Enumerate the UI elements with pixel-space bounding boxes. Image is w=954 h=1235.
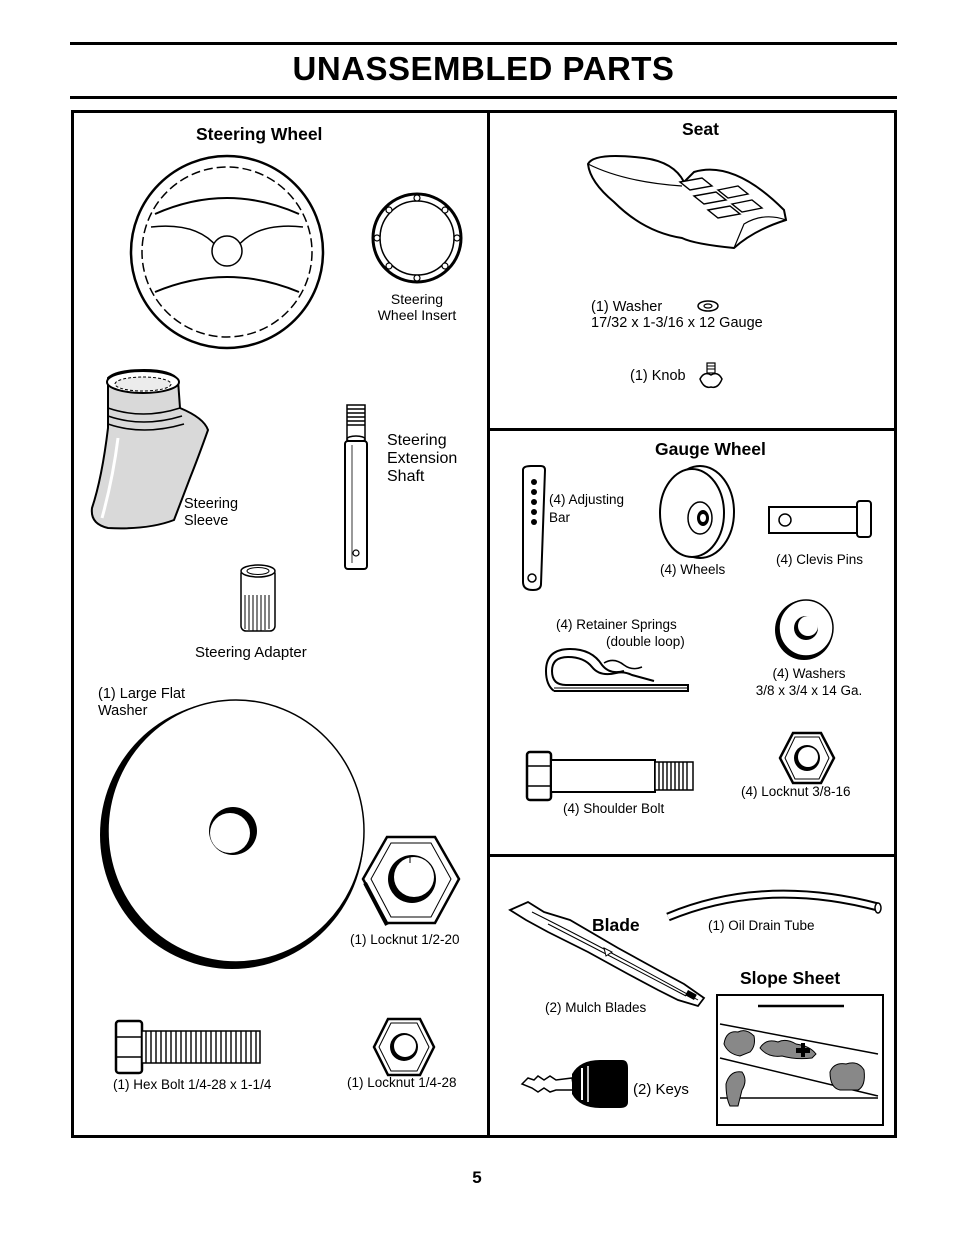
slope-sheet-heading: Slope Sheet	[740, 968, 841, 988]
gauge-locknut-illustration	[778, 731, 836, 785]
mulch-blade-illustration	[508, 900, 706, 1008]
shoulder-bolt-illustration	[525, 750, 694, 802]
oil-drain-tube-illustration	[666, 889, 882, 922]
steering-sleeve-illustration	[90, 368, 210, 530]
steering-adapter-illustration	[240, 564, 276, 632]
gauge-wheel-illustration	[659, 465, 735, 559]
locknut-quarter-illustration	[372, 1017, 436, 1077]
retainer-springs-label: (4) Retainer Springs	[556, 617, 677, 632]
retainer-springs-note: (double loop)	[606, 634, 685, 649]
hex-bolt-illustration	[114, 1019, 261, 1075]
slope-sheet-illustration	[716, 994, 884, 1126]
shoulder-bolt-label: (4) Shoulder Bolt	[563, 801, 665, 816]
steering-wheel-illustration	[129, 154, 325, 350]
steering-extension-shaft-illustration	[344, 404, 368, 570]
adjusting-bar-label: (4) Adjusting Bar	[549, 492, 625, 525]
steering-wheel-insert-label: Steering Wheel Insert	[377, 291, 457, 323]
oil-drain-tube-label: (1) Oil Drain Tube	[708, 918, 815, 933]
mulch-blades-label: (2) Mulch Blades	[545, 1000, 647, 1015]
blade-heading: Blade	[592, 915, 640, 935]
page-number: 5	[472, 1168, 482, 1187]
knob-label: (1) Knob	[630, 368, 686, 384]
retainer-spring-illustration	[544, 647, 689, 692]
steering-extension-shaft-label: Steering Extension Shaft	[387, 432, 458, 485]
large-flat-washer-illustration	[100, 699, 365, 969]
steering-sleeve-label: Steering Sleeve	[184, 496, 239, 529]
adjusting-bar-illustration	[522, 465, 547, 592]
steering-wheel-insert-illustration	[371, 192, 463, 284]
clevis-pins-label: (4) Clevis Pins	[776, 552, 864, 567]
column-divider	[487, 111, 490, 1137]
seat-heading: Seat	[682, 119, 719, 139]
top-rule	[70, 42, 897, 45]
parts-frame	[71, 110, 897, 1138]
locknut-half-label: (1) Locknut 1/2-20	[350, 932, 460, 947]
large-flat-washer-label: (1) Large Flat Washer	[98, 686, 186, 719]
seat-gauge-divider	[489, 428, 896, 431]
gauge-blade-divider	[489, 854, 896, 857]
page-title: UNASSEMBLED PARTS	[292, 50, 675, 87]
keys-label: (2) Keys	[633, 1081, 689, 1098]
gauge-wheel-heading: Gauge Wheel	[655, 439, 766, 459]
gauge-locknut-label: (4) Locknut 3/8-16	[741, 784, 851, 799]
clevis-pin-illustration	[768, 500, 872, 538]
seat-washer-label: (1) Washer 17/32 x 1-3/16 x 12 Gauge	[591, 299, 763, 331]
locknut-half-illustration	[361, 835, 461, 926]
knob-illustration	[699, 362, 723, 389]
wheels-label: (4) Wheels	[660, 562, 726, 577]
gauge-washer-illustration	[775, 599, 834, 660]
gauge-washers-label: (4) Washers 3/8 x 3/4 x 14 Ga.	[755, 666, 863, 698]
title-underline	[70, 96, 897, 99]
locknut-quarter-label: (1) Locknut 1/4-28	[347, 1075, 457, 1090]
hex-bolt-label: (1) Hex Bolt 1/4-28 x 1-1/4	[113, 1077, 272, 1092]
seat-illustration	[586, 155, 788, 250]
steering-adapter-label: Steering Adapter	[195, 644, 307, 661]
steering-wheel-heading: Steering Wheel	[196, 124, 323, 144]
seat-washer-illustration	[697, 300, 719, 312]
key-illustration	[520, 1060, 628, 1108]
